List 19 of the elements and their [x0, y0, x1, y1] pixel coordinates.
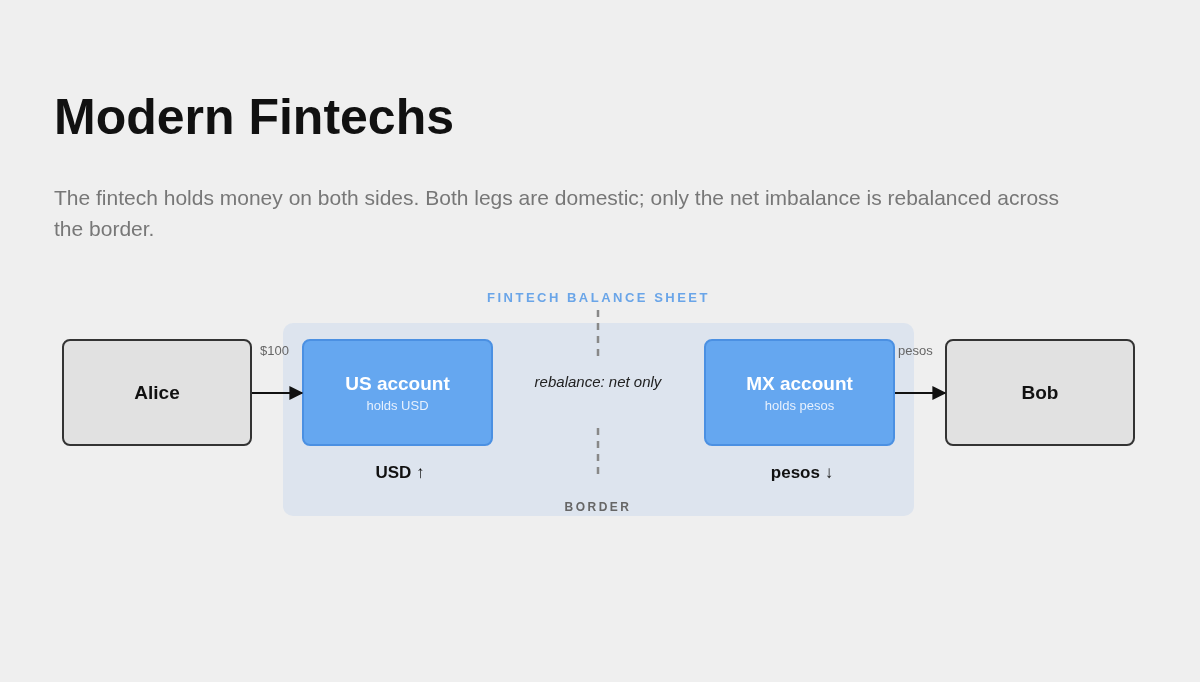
arrow: [251, 386, 304, 400]
edge-label: pesos: [898, 343, 933, 358]
balance-change: USD ↑: [375, 463, 425, 483]
person-box: [62, 339, 252, 446]
border-label: BORDER: [563, 500, 633, 514]
description-text: The fintech holds money on both sides. Both legs are domestic; only the net imbalance is rebalanced across the border.: [54, 185, 1061, 242]
node-title: Alice: [134, 381, 180, 404]
edge-label: $100: [260, 343, 289, 358]
node-title: MX account: [746, 372, 853, 395]
panel-heading: FINTECH BALANCE SHEET: [487, 290, 710, 305]
person-box: [945, 339, 1135, 446]
arrow: [894, 386, 947, 400]
title: Modern Fintechs: [54, 88, 455, 146]
node-subtitle: holds USD: [366, 397, 429, 413]
node-title: Bob: [1021, 381, 1059, 404]
balance-change: pesos ↓: [770, 463, 834, 483]
rebalance-note: rebalance: net only: [533, 372, 663, 392]
node-subtitle: holds pesos: [764, 397, 835, 413]
node-title: US account: [345, 372, 450, 395]
